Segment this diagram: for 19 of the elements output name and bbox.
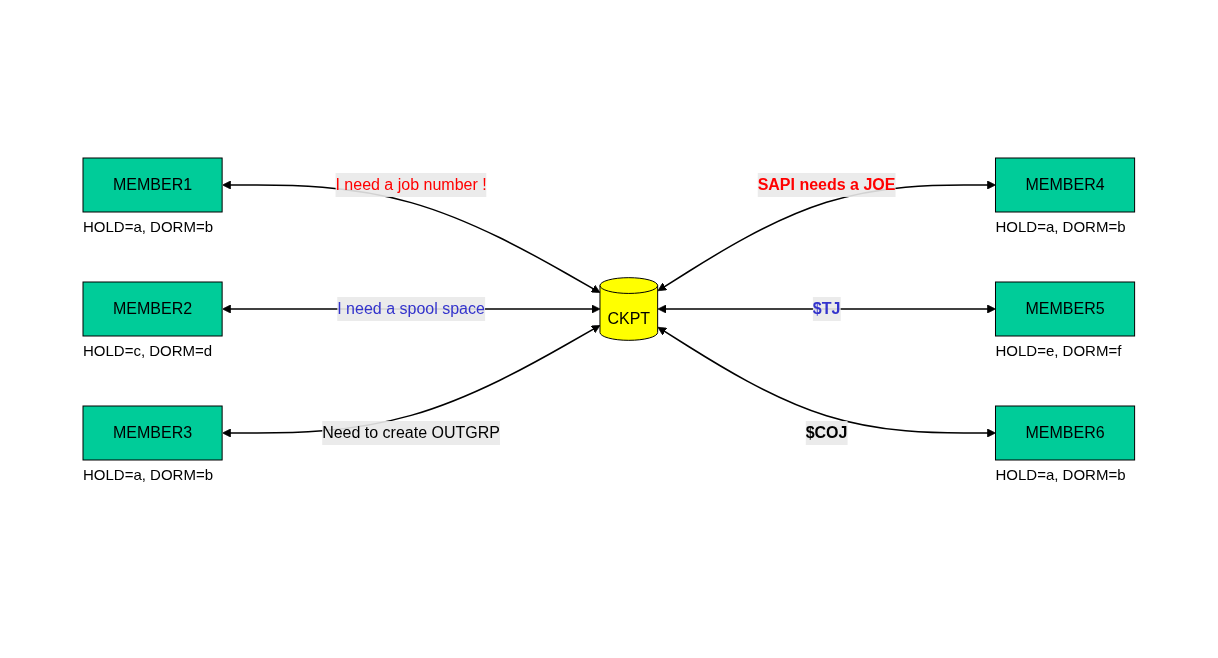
node-note: HOLD=a, DORM=b	[995, 466, 1126, 483]
node-note: HOLD=c, DORM=d	[83, 342, 213, 359]
node-box: MEMBER1	[82, 157, 223, 213]
arrow	[657, 326, 997, 438]
edge-label: SAPI needs a JOE	[757, 176, 896, 193]
edge-label: Need to create OUTGRP	[322, 424, 501, 441]
node-box: MEMBER5	[995, 281, 1136, 337]
node-box: MEMBER3	[82, 405, 223, 461]
node-note: HOLD=a, DORM=b	[995, 218, 1126, 235]
node-note: HOLD=a, DORM=b	[83, 466, 214, 483]
edge-label: I need a job number !	[335, 176, 487, 193]
edge-label: I need a spool space	[337, 300, 486, 317]
node-note: HOLD=a, DORM=b	[83, 218, 214, 235]
edge-label: $COJ	[805, 424, 848, 441]
edge-label: $TJ	[812, 300, 841, 317]
node-note: HOLD=e, DORM=f	[995, 342, 1122, 359]
node-box: MEMBER2	[82, 281, 223, 337]
node-box: MEMBER4	[995, 157, 1136, 213]
node-box: MEMBER6	[995, 405, 1136, 461]
